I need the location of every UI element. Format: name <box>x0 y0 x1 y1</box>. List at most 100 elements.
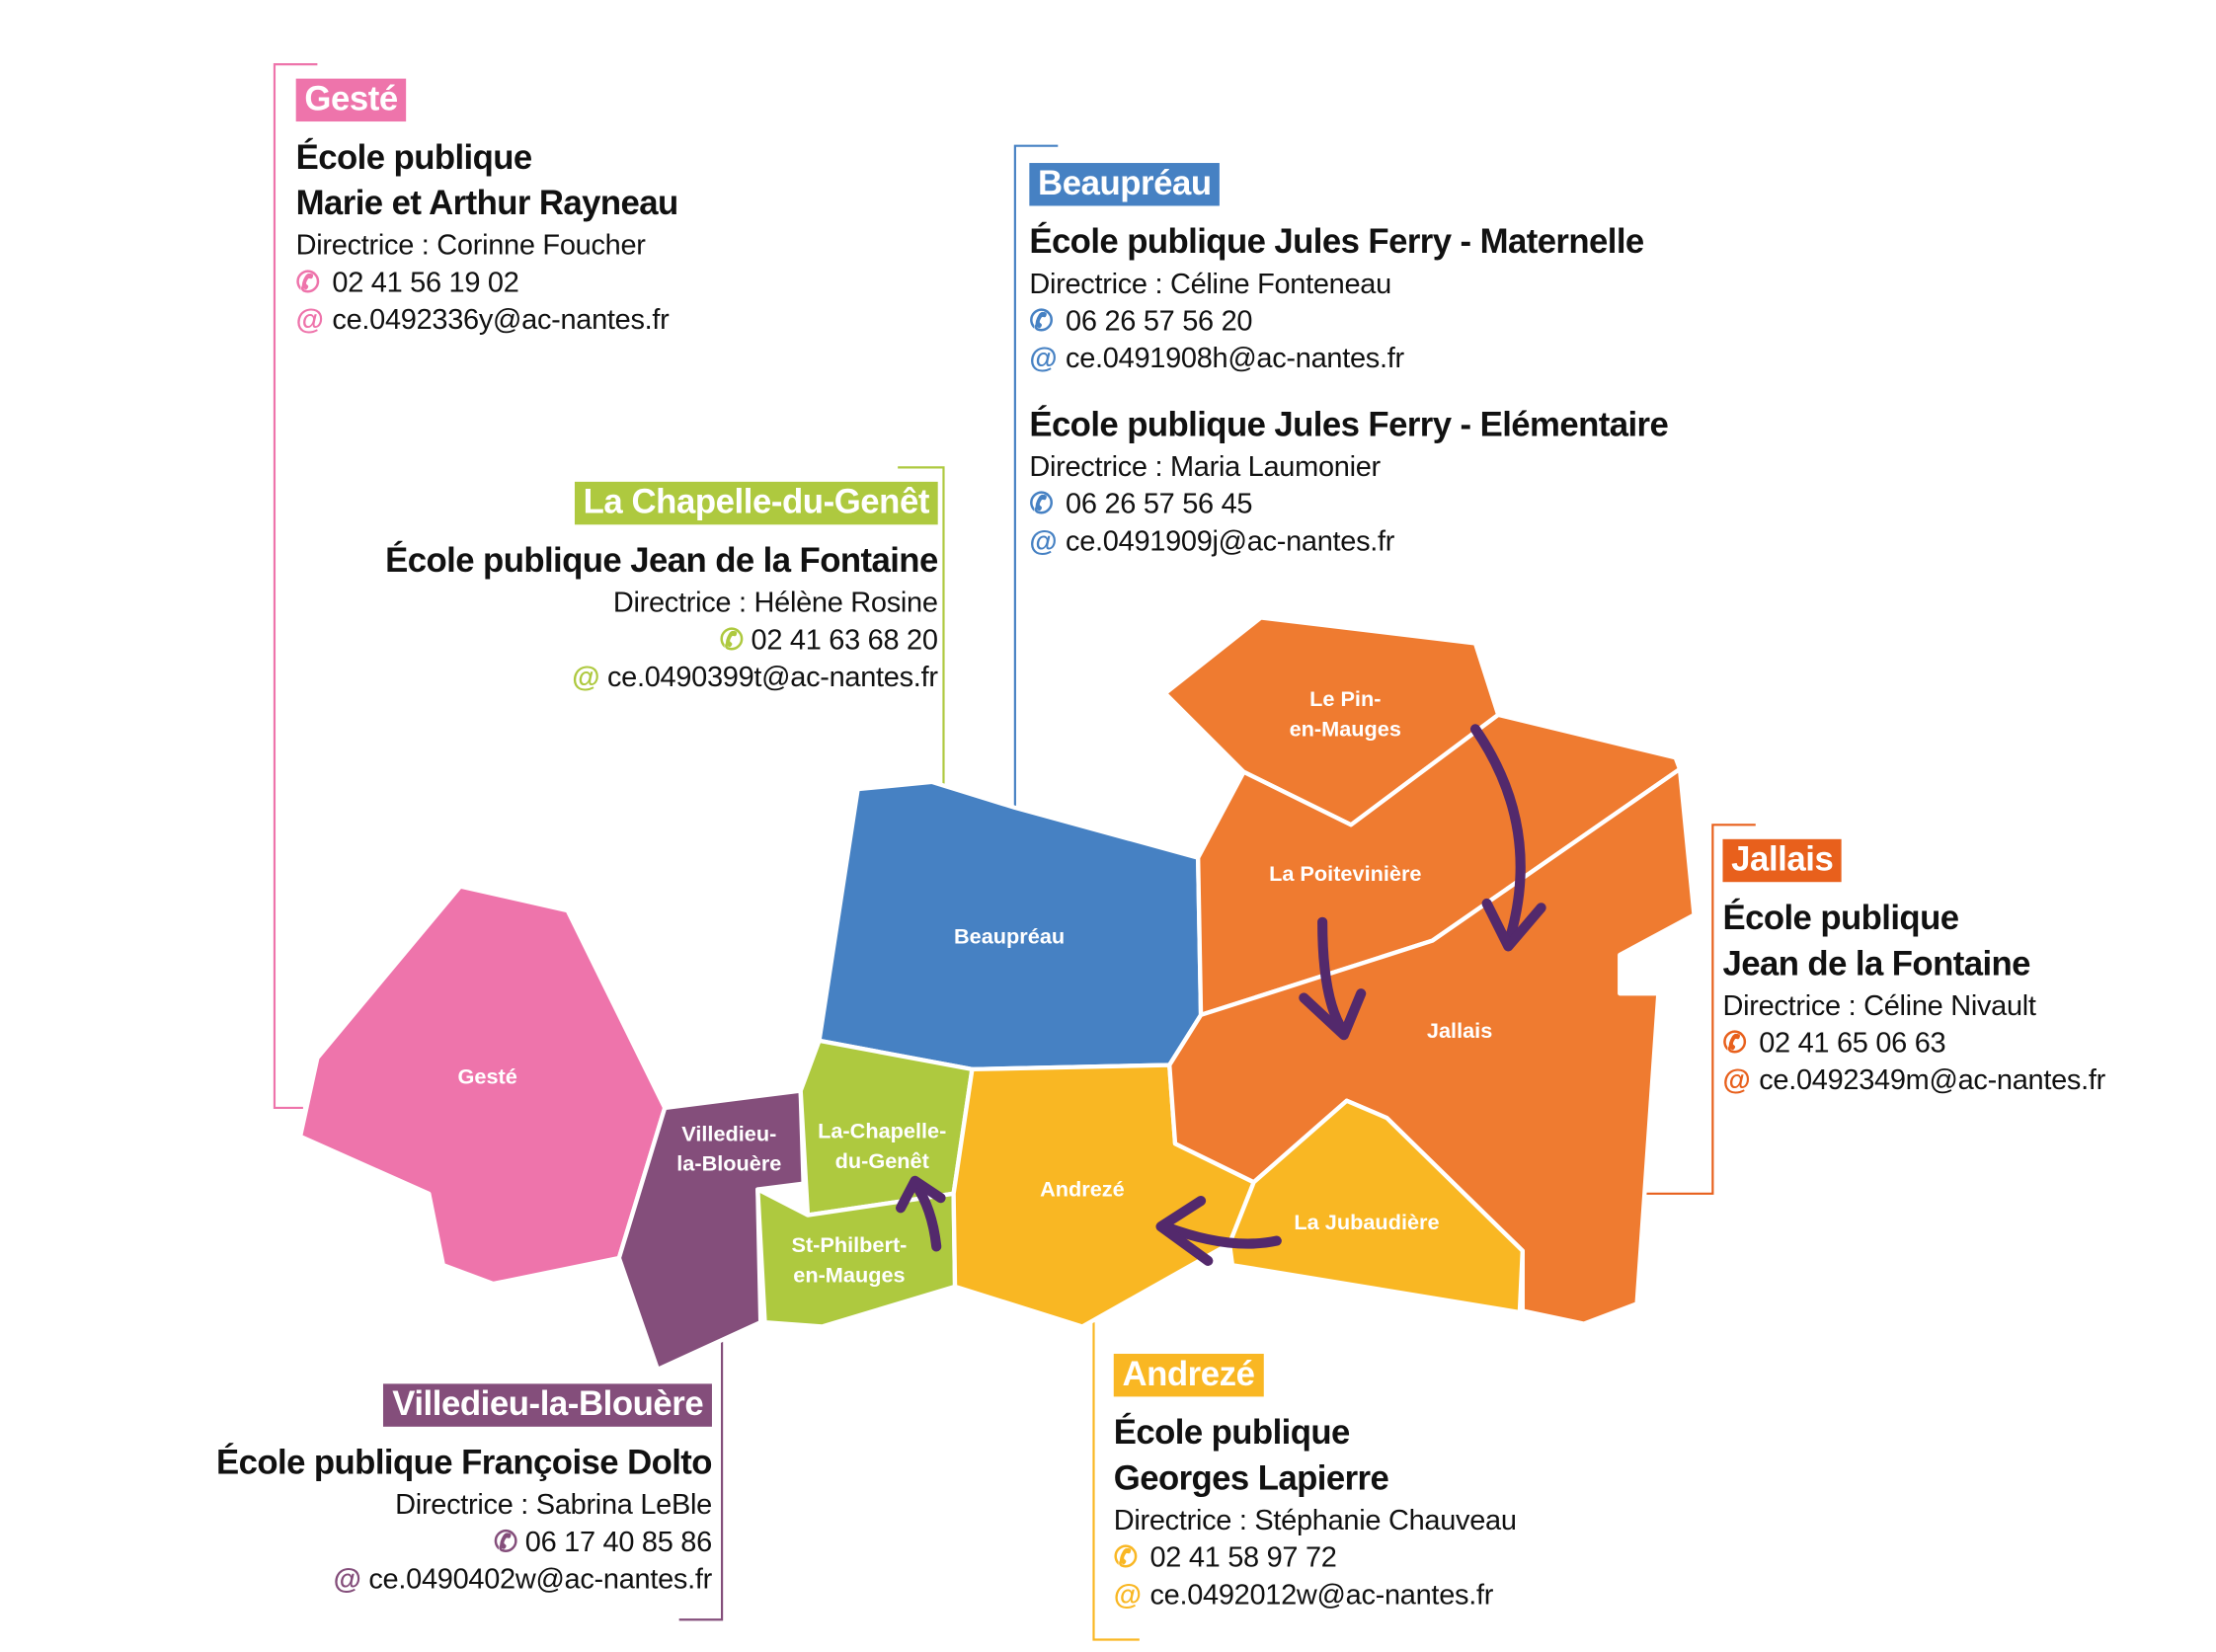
director: Directrice : Stéphanie Chauveau <box>1113 1505 1517 1537</box>
phone-number: 02 41 58 97 72 <box>1149 1542 1337 1574</box>
at-sign-icon: @ <box>572 662 600 694</box>
director: Directrice : Céline Fonteneau <box>1029 269 1391 301</box>
region-geste <box>297 884 668 1287</box>
phone-icon: ✆ <box>1029 305 1054 338</box>
phone-row: ✆ 06 26 57 56 20 <box>1029 303 1668 341</box>
email-row: @ ce.0492012w@ac-nantes.fr <box>1114 1577 1517 1614</box>
director: Directrice : Hélène Rosine <box>612 588 938 619</box>
arrowhead-icon <box>895 1175 946 1214</box>
leader-line-geste <box>273 63 318 1110</box>
commune-name-tag: Gesté <box>295 78 407 122</box>
at-sign-icon: @ <box>1029 343 1058 375</box>
region-jallais <box>1167 766 1697 1326</box>
map-label-chapelle: La-Chapelle- <box>818 1118 946 1142</box>
map-label-villedieu: la-Blouère <box>676 1151 781 1176</box>
map-label-lepin: en-Mauges <box>1290 717 1401 742</box>
map-label-geste: Gesté <box>458 1063 517 1088</box>
phone-row: ✆ 02 41 58 97 72 <box>1114 1539 1517 1577</box>
email-address[interactable]: ce.0492012w@ac-nantes.fr <box>1149 1579 1494 1612</box>
map-label-philbert: St-Philbert- <box>791 1232 907 1257</box>
email-row: @ ce.0492349m@ac-nantes.fr <box>1722 1062 2105 1100</box>
email-address[interactable]: ce.0490402w@ac-nantes.fr <box>368 1563 712 1596</box>
email-address[interactable]: ce.0492349m@ac-nantes.fr <box>1759 1064 2105 1097</box>
map-label-lepin: Le Pin- <box>1309 686 1381 711</box>
email-row: @ ce.0490402w@ac-nantes.fr <box>216 1561 713 1599</box>
at-sign-icon: @ <box>1029 525 1058 558</box>
phone-icon: ✆ <box>1029 489 1054 520</box>
map-label-villedieu: Villedieu- <box>681 1121 776 1145</box>
phone-number: 02 41 65 06 63 <box>1759 1027 1946 1060</box>
school-name: École publique <box>295 138 533 178</box>
map-label-jubaudiere: La Jubaudière <box>1294 1210 1439 1234</box>
commune-name-tag: Andrezé <box>1113 1353 1264 1397</box>
phone-icon: ✆ <box>295 267 320 299</box>
director: Directrice : Céline Nivault <box>1722 990 2036 1023</box>
map-label-philbert: en-Mauges <box>793 1263 905 1288</box>
school-name: École publique Jules Ferry - Maternelle <box>1029 222 1644 262</box>
email-row: @ ce.0492336y@ac-nantes.fr <box>296 301 678 339</box>
leader-line-jallais <box>1629 824 1756 1195</box>
phone-row: ✆ 02 41 65 06 63 <box>1722 1025 2105 1062</box>
director: Directrice : Maria Laumonier <box>1029 451 1381 484</box>
director: Directrice : Sabrina LeBle <box>395 1489 712 1522</box>
leader-line-beaupreau <box>1013 144 1059 808</box>
phone-number: 02 41 56 19 02 <box>332 267 519 299</box>
arrowhead-icon <box>1299 988 1367 1041</box>
school-name: École publique Françoise Dolto <box>216 1444 713 1483</box>
phone-row: ✆ 06 26 57 56 45 <box>1029 486 1668 523</box>
map-label-jallais: Jallais <box>1427 1018 1492 1043</box>
school-name: École publique <box>1113 1413 1351 1453</box>
phone-number: 06 26 57 56 20 <box>1066 305 1253 338</box>
phone-number: 06 26 57 56 45 <box>1066 489 1253 520</box>
commune-name-tag: Beaupréau <box>1029 163 1221 206</box>
school-name: École publique Jules Ferry - Elémentaire <box>1029 406 1669 445</box>
at-sign-icon: @ <box>295 304 324 337</box>
map-label-poiteviniere: La Poitevinière <box>1269 861 1421 886</box>
director: Directrice : Corinne Foucher <box>295 230 646 262</box>
phone-icon: ✆ <box>1722 1027 1747 1060</box>
phone-number: 06 17 40 85 86 <box>524 1527 712 1558</box>
arrowhead-icon <box>1481 898 1546 952</box>
school-name: Marie et Arthur Rayneau <box>295 184 679 223</box>
email-row: @ ce.0491908h@ac-nantes.fr <box>1029 341 1668 378</box>
phone-row: ✆ 02 41 63 68 20 <box>385 622 938 660</box>
leader-line-villedieu <box>678 1336 724 1621</box>
school-name: École publique Jean de la Fontaine <box>385 541 938 581</box>
school-name: École publique <box>1722 899 1959 938</box>
email-address[interactable]: ce.0491909j@ac-nantes.fr <box>1066 525 1395 558</box>
email-address[interactable]: ce.0492336y@ac-nantes.fr <box>332 304 670 337</box>
phone-row: ✆ 06 17 40 85 86 <box>216 1524 712 1561</box>
at-sign-icon: @ <box>1113 1579 1142 1612</box>
map-label-chapelle: du-Genêt <box>835 1148 929 1173</box>
email-row: @ ce.0491909j@ac-nantes.fr <box>1029 523 1668 561</box>
commune-name-tag: Jallais <box>1722 838 1843 883</box>
map-label-andreze: Andrezé <box>1040 1177 1125 1202</box>
at-sign-icon: @ <box>333 1563 361 1596</box>
phone-icon: ✆ <box>494 1527 518 1558</box>
phone-icon: ✆ <box>1113 1542 1138 1574</box>
email-address[interactable]: ce.0490399t@ac-nantes.fr <box>606 662 938 694</box>
arrowhead-icon <box>1155 1196 1214 1266</box>
at-sign-icon: @ <box>1722 1064 1751 1097</box>
phone-number: 02 41 63 68 20 <box>751 624 938 657</box>
commune-name-tag: Villedieu-la-Blouère <box>383 1383 712 1427</box>
leader-line-andreze <box>1092 1322 1140 1641</box>
school-name: Georges Lapierre <box>1113 1459 1389 1499</box>
phone-row: ✆ 02 41 56 19 02 <box>296 265 678 302</box>
movement-arrow <box>1159 1221 1282 1249</box>
commune-name-tag: La Chapelle-du-Genêt <box>574 481 938 525</box>
email-address[interactable]: ce.0491908h@ac-nantes.fr <box>1066 343 1404 375</box>
map-label-beaupreau: Beaupréau <box>954 923 1065 948</box>
movement-arrow <box>1469 724 1526 949</box>
school-name: Jean de la Fontaine <box>1722 944 2030 984</box>
email-row: @ ce.0490399t@ac-nantes.fr <box>385 659 938 696</box>
phone-icon: ✆ <box>719 624 744 657</box>
